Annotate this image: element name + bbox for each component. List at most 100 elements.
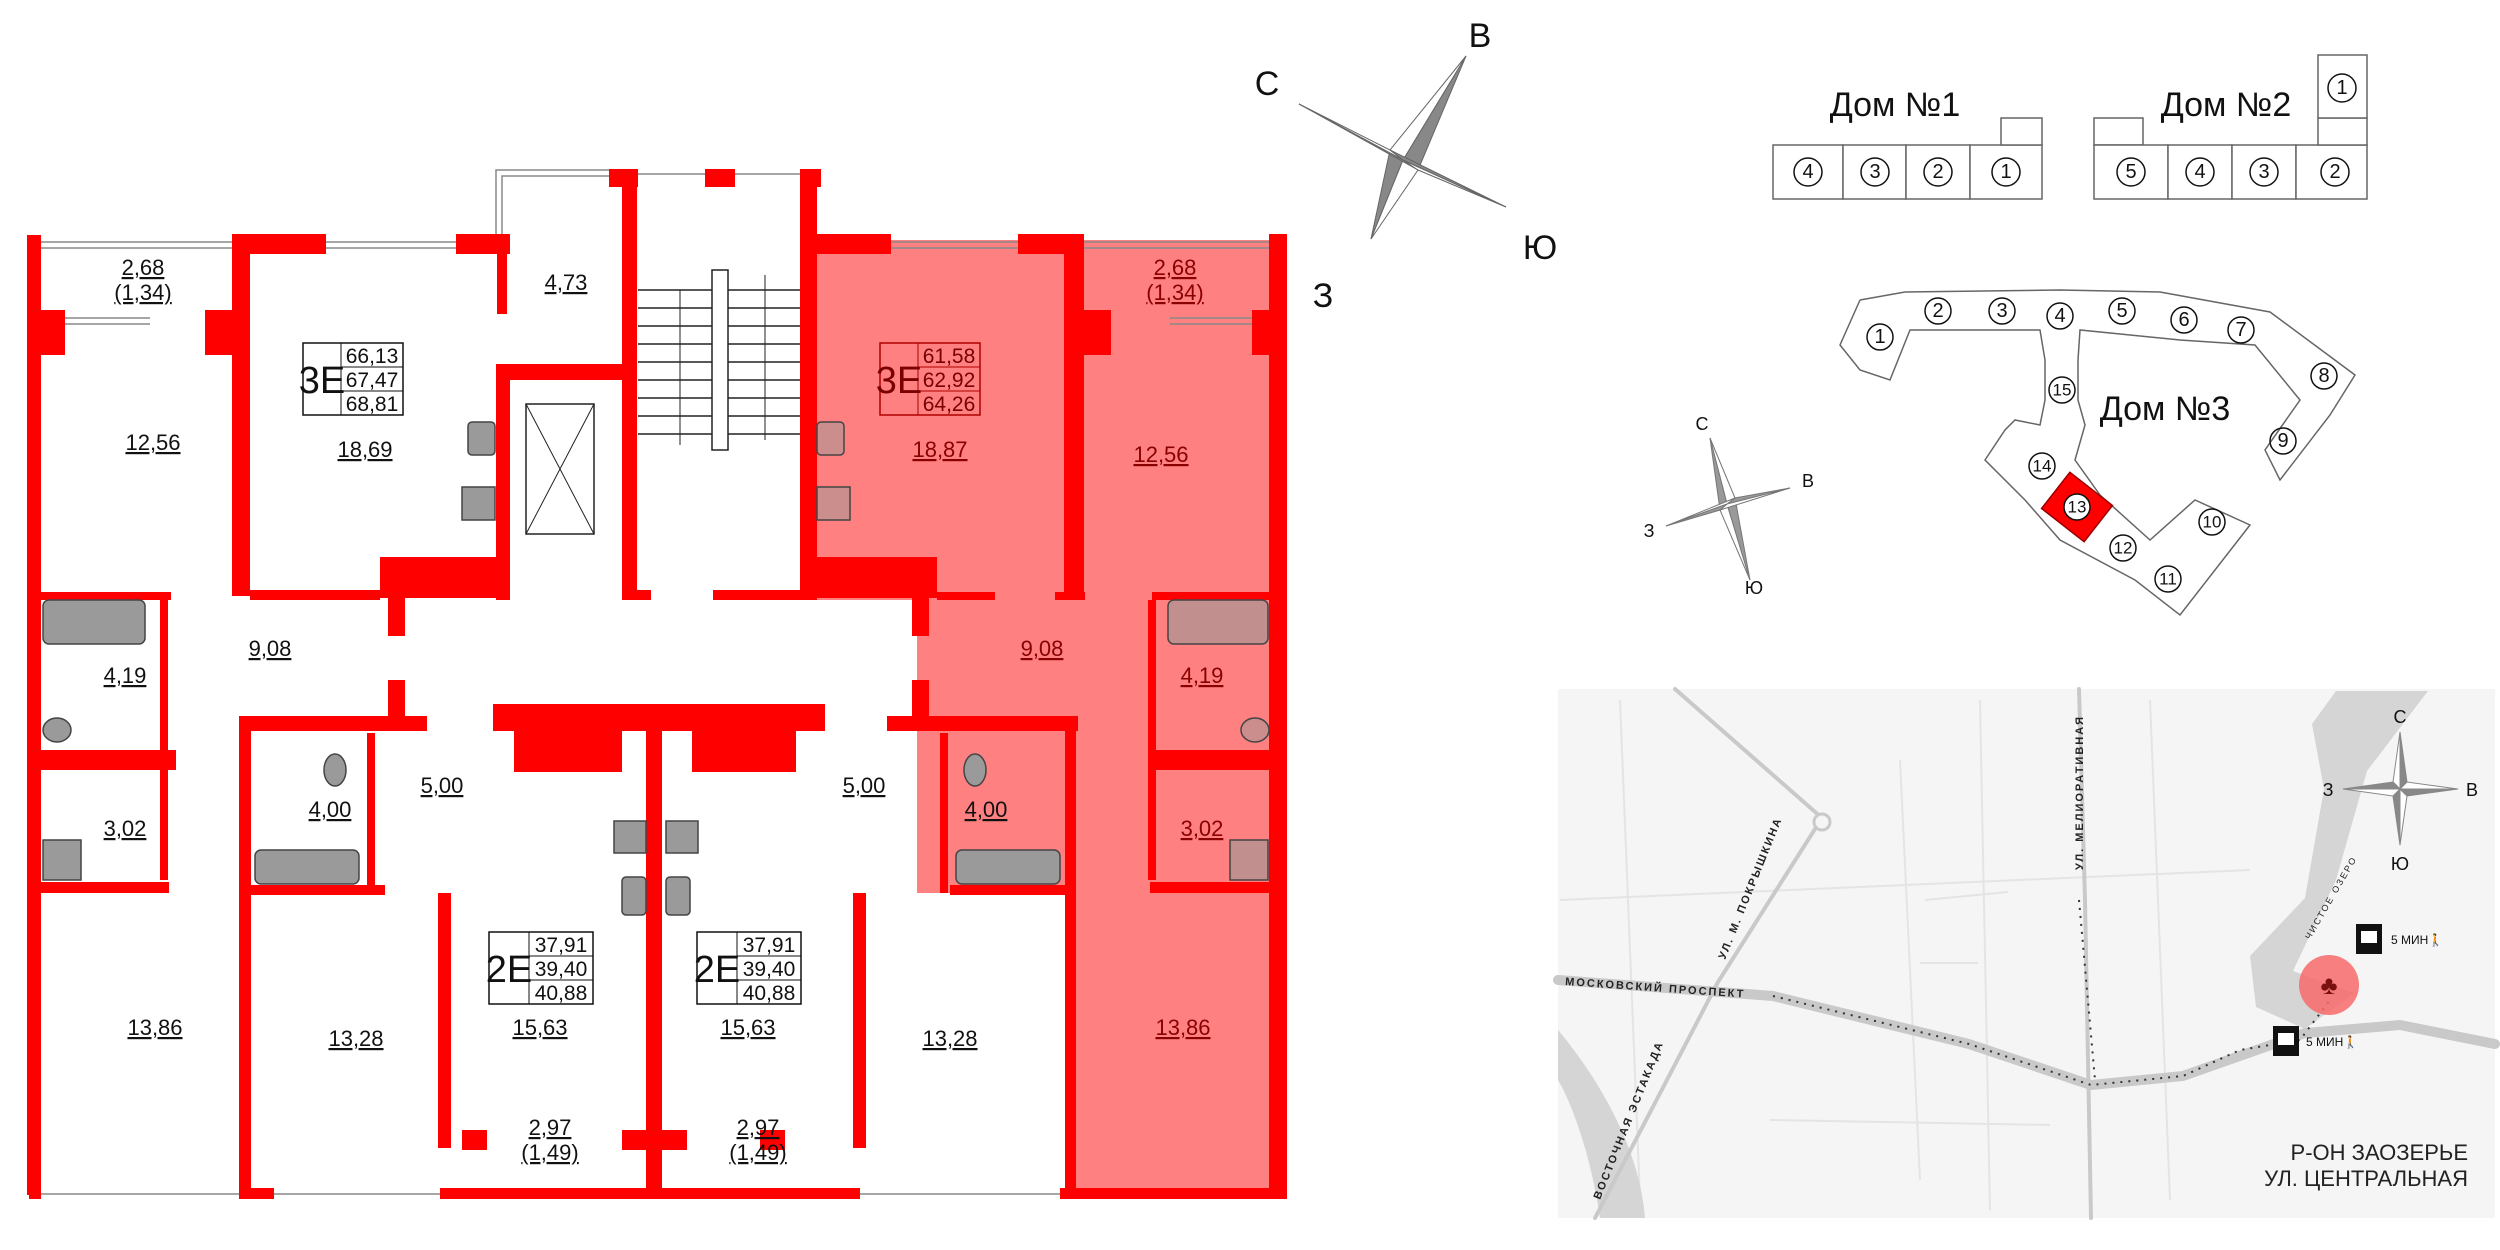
house-3[interactable]: Дом №3 1 2 3 4 5 6 7 8 9 10 11 12 13 14 … — [1839, 289, 2357, 617]
map-compass: С В Ю З — [2323, 707, 2478, 874]
bathtub-icon — [955, 849, 1061, 885]
section-number: 4 — [2194, 161, 2205, 183]
room-area: (1,34) — [114, 280, 171, 305]
room-area: 5,00 — [421, 773, 464, 798]
room-area: 4,19 — [1181, 663, 1224, 688]
elevator-shaft — [525, 403, 595, 535]
compass-south: Ю — [2391, 854, 2409, 874]
location-street: УЛ. ЦЕНТРАЛЬНАЯ — [2264, 1166, 2468, 1191]
house-title: Дом №3 — [2100, 390, 2231, 428]
room-area: 2,68 — [1154, 255, 1197, 280]
apartment-area: 62,92 — [923, 369, 976, 392]
section-number: 3 — [2258, 161, 2269, 183]
section-number: 14 — [2033, 457, 2052, 476]
house-title: Дом №2 — [2161, 86, 2292, 124]
compass-rose: С В Ю З — [1255, 17, 1557, 315]
shower-icon — [1229, 839, 1269, 881]
apartment-label-3e-left[interactable]: 3Е 66,13 67,47 68,81 — [299, 342, 404, 416]
room-area: 3,02 — [104, 816, 147, 841]
compass-north: С — [1255, 65, 1280, 103]
apartment-area: 39,40 — [535, 958, 588, 981]
walking-person-icon: 🚶 — [2343, 1035, 2358, 1049]
apartment-label-3e-selected[interactable]: 3Е 61,58 62,92 64,26 — [876, 342, 981, 416]
compass-south: Ю — [1523, 229, 1557, 267]
room-area: (1,49) — [521, 1140, 578, 1165]
room-area: 12,56 — [1133, 442, 1188, 467]
walk-time: 5 МИН — [2306, 1035, 2343, 1049]
section-number: 10 — [2203, 513, 2222, 532]
compass-west: З — [2323, 780, 2334, 800]
bathtub-icon — [1167, 599, 1269, 645]
toilet-icon — [42, 717, 72, 743]
section-number: 6 — [2178, 309, 2189, 331]
section-number: 2 — [2329, 161, 2340, 183]
room-area: (1,34) — [1146, 280, 1203, 305]
floor-plan: 2,68 (1,34) 4,73 12,56 18,69 18,87 2,68 … — [27, 169, 1287, 1199]
section-number: 4 — [1802, 161, 1813, 183]
location-district: Р-ОН ЗАОЗЕРЬЕ — [2291, 1140, 2468, 1165]
apartment-area: 67,47 — [346, 369, 399, 392]
room-area: 4,73 — [545, 270, 588, 295]
apartment-type: 3Е — [299, 360, 345, 402]
apartment-area: 68,81 — [346, 393, 399, 416]
room-area: 15,63 — [720, 1015, 775, 1040]
stove-icon — [665, 820, 699, 854]
walk-time: 5 МИН — [2391, 933, 2428, 947]
apartment-area: 39,40 — [743, 958, 796, 981]
compass-south: Ю — [1745, 578, 1763, 598]
lake — [2250, 691, 2428, 1029]
room-area: 15,63 — [512, 1015, 567, 1040]
road-label: УЛ. МЕЛИОРАТИВНАЯ — [2074, 715, 2086, 870]
section-number: 3 — [1869, 161, 1880, 183]
sink-icon — [816, 421, 845, 456]
room-area: 4,19 — [104, 663, 147, 688]
apartment-area: 66,13 — [346, 345, 399, 368]
room-labels: 2,68 (1,34) 4,73 12,56 18,69 18,87 2,68 … — [104, 255, 1224, 1165]
room-area: 13,86 — [127, 1015, 182, 1040]
bathtub-icon — [254, 849, 360, 885]
location-map[interactable]: МОСКОВСКИЙ ПРОСПЕКТ УЛ. МЕЛИОРАТИВНАЯ УЛ… — [1553, 687, 2500, 1220]
section-number: 5 — [2125, 161, 2136, 183]
staircase — [638, 269, 800, 451]
transit-stop-1[interactable]: 5 МИН 🚶 — [2356, 924, 2443, 954]
sink-icon — [665, 876, 691, 916]
fixtures — [42, 421, 1270, 916]
section-number: 11 — [2159, 570, 2177, 589]
bathtub-icon — [42, 599, 146, 645]
room-area: 4,00 — [965, 797, 1008, 822]
compass-north: С — [2394, 707, 2407, 727]
compass-icon — [1665, 437, 1791, 581]
site-compass: С В Ю З — [1644, 414, 1814, 598]
transit-stop-2[interactable]: 5 МИН 🚶 — [2273, 1026, 2358, 1056]
stove-icon — [613, 820, 647, 854]
toilet-icon — [323, 753, 347, 787]
apartment-type: 3Е — [876, 360, 922, 402]
room-area: 18,69 — [337, 437, 392, 462]
compass-east: В — [1469, 17, 1492, 55]
apartment-area: 61,58 — [923, 345, 976, 368]
section-number: 7 — [2235, 319, 2246, 341]
apartment-area: 37,91 — [743, 934, 796, 957]
compass-east: В — [1802, 471, 1814, 491]
room-area: 13,28 — [922, 1026, 977, 1051]
apartment-area: 37,91 — [535, 934, 588, 957]
house-1[interactable]: Дом №1 4 3 2 1 — [1772, 86, 2043, 200]
section-number: 12 — [2114, 539, 2133, 558]
compass-north: С — [1696, 414, 1709, 434]
section-number: 1 — [2000, 161, 2011, 183]
section-number-selected: 13 — [2068, 498, 2087, 517]
room-area: 9,08 — [1021, 636, 1064, 661]
stove-icon — [461, 486, 496, 521]
apartment-label-2e-left[interactable]: 2Е 37,91 39,40 40,88 — [486, 931, 594, 1005]
section-number: 15 — [2053, 381, 2072, 400]
project-location-marker[interactable] — [2299, 955, 2359, 1015]
room-area: 2,97 — [737, 1115, 780, 1140]
section-number: 9 — [2277, 430, 2288, 452]
apartment-type: 2Е — [694, 949, 740, 991]
room-area: 5,00 — [843, 773, 886, 798]
apartment-label-2e-right[interactable]: 2Е 37,91 39,40 40,88 — [694, 931, 802, 1005]
compass-west: З — [1313, 277, 1334, 315]
house-2[interactable]: Дом №2 5 4 3 2 1 — [2093, 54, 2368, 200]
compass-icon — [2342, 731, 2459, 846]
